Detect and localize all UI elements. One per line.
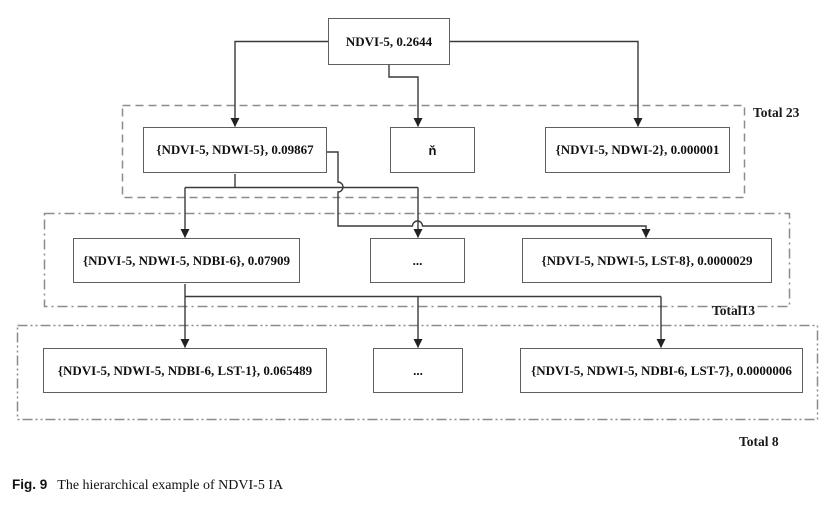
node-level2-left: {NDVI-5, NDWI-5, NDBI-6}, 0.07909 [73, 238, 300, 283]
node-level2-middle: ... [370, 238, 465, 283]
level2-total-label: Total13 [712, 303, 756, 318]
level2-to-level3-connectors [180, 284, 666, 348]
level1-group-border [121, 104, 746, 199]
node-level1-right: {NDVI-5, NDWI-2}, 0.000001 [545, 127, 730, 173]
level2-group-border [43, 212, 791, 308]
root-to-level1-connectors [230, 40, 643, 127]
node-level3-left: {NDVI-5, NDWI-5, NDBI-6, LST-1}, 0.06548… [43, 348, 327, 393]
node-root: NDVI-5, 0.2644 [328, 18, 450, 65]
figure-caption-number: Fig. 9 [12, 477, 48, 492]
figure-caption-text: The hierarchical example of NDVI-5 IA [57, 478, 284, 493]
node-level3-right: {NDVI-5, NDWI-5, NDBI-6, LST-7}, 0.00000… [520, 348, 803, 393]
node-level3-middle: ... [373, 348, 463, 393]
level3-total-label: Total 8 [739, 434, 779, 449]
level1-to-level2-connectors [180, 151, 651, 238]
node-level1-left: {NDVI-5, NDWI-5}, 0.09867 [143, 127, 327, 173]
figure-caption: Fig. 9 The hierarchical example of NDVI-5… [12, 477, 283, 494]
node-level1-middle: ň [390, 127, 475, 173]
level1-total-label: Total 23 [753, 105, 800, 120]
node-level2-right: {NDVI-5, NDWI-5, LST-8}, 0.0000029 [522, 238, 772, 283]
